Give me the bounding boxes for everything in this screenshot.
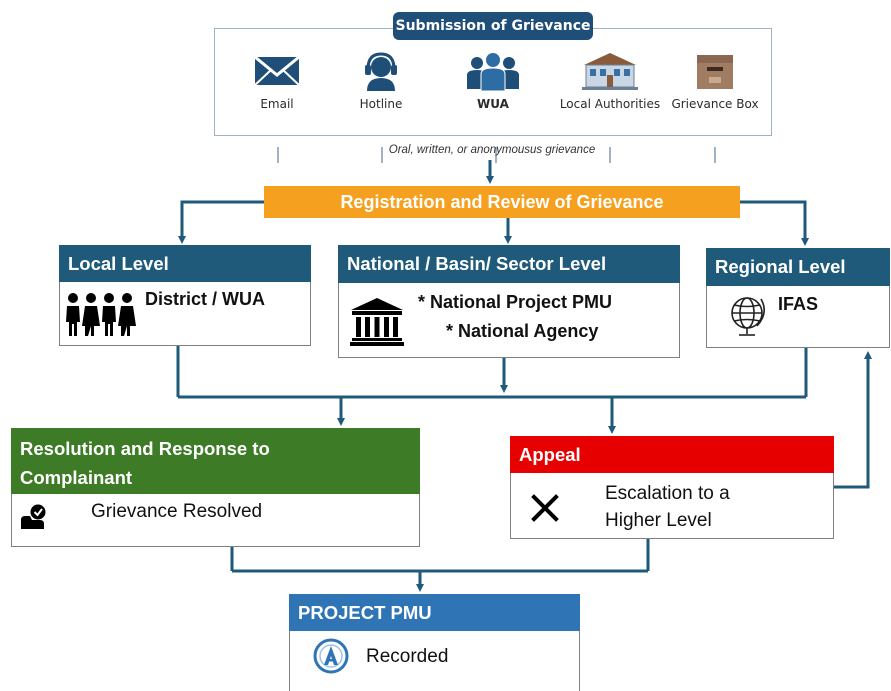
institution-icon	[350, 298, 404, 346]
channel-wua: WUA	[443, 51, 543, 111]
globe-icon	[731, 297, 765, 336]
pmu-body: Recorded	[366, 646, 449, 667]
logo-icon	[313, 638, 349, 674]
divider	[609, 147, 611, 163]
channel-hotline: Hotline	[331, 51, 431, 111]
divider	[277, 147, 279, 163]
local-level-header: Local Level	[59, 245, 311, 282]
box-icon	[697, 55, 733, 89]
building-icon	[582, 53, 638, 90]
national-line-2: * National Agency	[446, 321, 599, 341]
regional-level-body: IFAS	[778, 294, 819, 314]
local-level-body: District / WUA	[145, 289, 266, 309]
submission-title: Submission of Grievance	[393, 12, 593, 40]
headset-icon	[365, 52, 397, 91]
channel-label: Local Authorities	[559, 97, 661, 111]
channel-label: WUA	[477, 97, 509, 111]
channel-email: Email	[227, 51, 327, 111]
x-icon	[531, 494, 559, 522]
submission-caption: Oral, written, or anonymousus grievance	[388, 144, 596, 156]
submission-panel: Email Hotline WUA	[214, 28, 772, 163]
channel-label: Grievance Box	[671, 97, 759, 111]
regional-level-header: Regional Level	[706, 248, 890, 286]
appeal-line-2: Higher Level	[605, 510, 712, 531]
resolved-icon	[21, 504, 46, 529]
registration-bar: Registration and Review of Grievance	[264, 186, 740, 218]
national-level-header: National / Basin/ Sector Level	[338, 245, 680, 283]
resolution-body: Grievance Resolved	[91, 501, 263, 522]
people-icon	[66, 293, 136, 336]
resolution-title-line-2: Complainant	[20, 467, 133, 488]
appeal-header: Appeal	[510, 436, 834, 473]
group-icon	[467, 52, 519, 91]
envelope-icon	[254, 55, 300, 86]
divider	[714, 147, 716, 163]
divider	[381, 147, 383, 163]
divider	[495, 147, 497, 163]
resolution-header: Resolution and Response to Complainant	[11, 428, 420, 494]
channel-label: Email	[260, 97, 294, 111]
resolution-title-line-1: Resolution and Response to	[20, 438, 270, 459]
national-line-1: * National Project PMU	[418, 292, 613, 312]
channel-label: Hotline	[359, 97, 403, 111]
appeal-line-1: Escalation to a	[605, 483, 730, 504]
pmu-header: PROJECT PMU	[289, 594, 580, 631]
channel-local-authorities: Local Authorities	[558, 51, 662, 111]
channel-grievance-box: Grievance Box	[663, 51, 767, 111]
